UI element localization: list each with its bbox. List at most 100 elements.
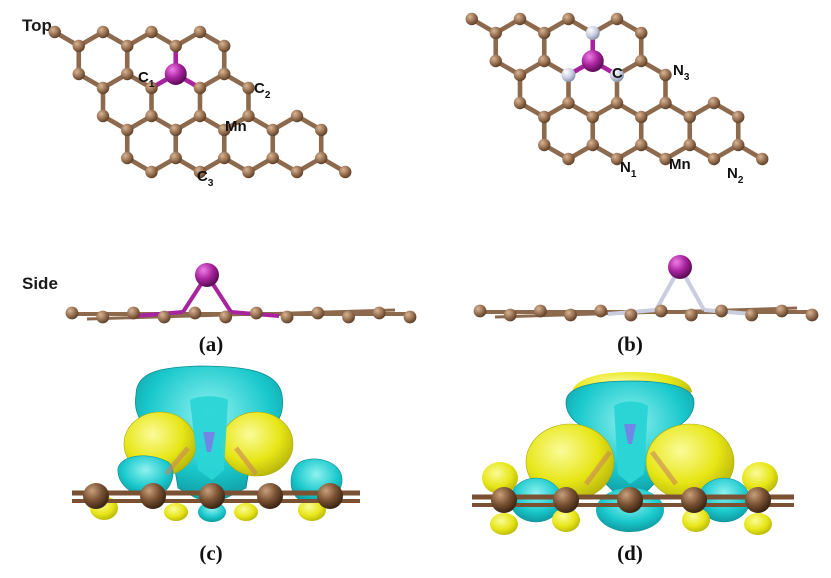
carbon-atom [96, 81, 110, 95]
mn-label-b: Mn [669, 156, 691, 173]
carbon-atom [145, 25, 158, 39]
carbon-atom [121, 151, 134, 165]
mn-n-bond-d-right [650, 450, 678, 486]
carbon-atom [372, 306, 386, 320]
carbon-atom [280, 310, 294, 324]
carbon-atom [218, 123, 231, 137]
carbon-atom [756, 152, 769, 166]
panel-b-top-view-structure [465, 12, 769, 166]
c1-label: C1 [138, 69, 155, 90]
carbon-atom [683, 110, 696, 124]
yellow-lobe-d-farleft [482, 462, 518, 494]
carbon-atom [199, 483, 225, 509]
c2-label: C2 [254, 80, 271, 101]
mn-label-a: Mn [225, 118, 247, 135]
carbon-atom [72, 67, 85, 81]
yellow-lobe-d-b3 [682, 508, 710, 532]
carbon-atom [403, 310, 417, 324]
carbon-atom [145, 109, 158, 123]
carbon-atom [659, 68, 672, 82]
carbon-atom [257, 483, 283, 509]
nitrogen-atom [609, 68, 624, 82]
carbon-atom [538, 138, 551, 152]
c3-label: C3 [197, 168, 214, 189]
carbon-atom [249, 306, 263, 320]
carbon-atom [659, 96, 672, 110]
carbon-atom [635, 26, 648, 40]
carbon-atom [732, 138, 745, 152]
carbon-atom [805, 308, 819, 322]
carbon-atom [317, 483, 343, 509]
carbon-atom [169, 123, 182, 137]
carbon-atom [562, 152, 575, 166]
carbon-atom [715, 304, 728, 318]
carbon-atom [745, 308, 759, 322]
carbon-atom [586, 110, 599, 124]
carbon-atom [635, 110, 648, 124]
carbon-atom [473, 304, 487, 318]
carbon-atom [553, 487, 579, 513]
carbon-atom [121, 39, 134, 53]
carbon-atom [315, 123, 328, 137]
carbon-atom [610, 152, 624, 166]
n1-label: N1 [620, 159, 637, 180]
carbon-atom [96, 310, 110, 324]
carbon-atom [83, 483, 109, 509]
carbon-atom [188, 306, 202, 320]
carbon-atom [311, 306, 325, 320]
carbon-atom [503, 308, 517, 322]
carbon-atom [315, 151, 328, 165]
carbon-atom [219, 310, 233, 324]
carbon-atom [562, 12, 575, 26]
carbon-atom [513, 96, 527, 110]
carbon-atom [242, 165, 255, 179]
carbon-atom [513, 68, 527, 82]
n2-label: N2 [727, 165, 744, 186]
carbon-atom [538, 110, 551, 124]
carbon-atom [193, 25, 207, 39]
yellow-lobe-d-farright [742, 462, 778, 494]
manganese-atom [195, 263, 219, 287]
panel-label-a: (a) [199, 332, 224, 356]
carbon-atom [617, 487, 643, 513]
manganese-atom [164, 63, 187, 85]
carbon-atom [242, 109, 255, 123]
carbon-atom [65, 306, 79, 320]
carbon-atom [659, 152, 672, 166]
panel-b-atom-labels: C N3 N1 N2 Mn [612, 62, 744, 186]
carbon-atom [290, 109, 304, 123]
mn-sheet-bond [703, 308, 753, 316]
carbon-atom [218, 151, 231, 165]
carbon-atom [681, 487, 707, 513]
carbon-atom [635, 54, 648, 68]
carbon-atom [684, 308, 698, 322]
carbon-atom [610, 12, 624, 26]
manganese-atom [581, 50, 604, 72]
carbon-atom [538, 54, 551, 68]
carbon-atom [533, 304, 547, 318]
manganese-atom [668, 255, 692, 279]
carbon-atom [266, 123, 279, 137]
mn-n-bond-d-left [584, 450, 612, 486]
carbon-atom [707, 152, 721, 166]
carbon-atom [242, 81, 255, 95]
panel-b-side-view-structure [473, 255, 819, 322]
panel-a-atom-labels: C1 C2 C3 Mn [138, 69, 271, 189]
carbon-atom [121, 123, 134, 137]
yellow-lobe-c-bottom2 [164, 503, 188, 521]
carbon-atom [342, 310, 355, 324]
yellow-lobe-d-b2 [552, 508, 580, 532]
carbon-atom [654, 304, 668, 318]
carbon-atom [465, 12, 478, 26]
carbon-atom [121, 67, 134, 81]
side-view-label: Side [22, 274, 58, 293]
carbon-atom [513, 12, 527, 26]
panel-d-charge-density [472, 372, 794, 535]
carbon-atom [140, 483, 166, 509]
carbon-atom [489, 26, 502, 40]
mn-c-bond-c-left [164, 446, 190, 476]
carbon-atom [732, 110, 745, 124]
graphene-sheet-d [472, 487, 794, 513]
top-view-label: Top [22, 16, 52, 35]
